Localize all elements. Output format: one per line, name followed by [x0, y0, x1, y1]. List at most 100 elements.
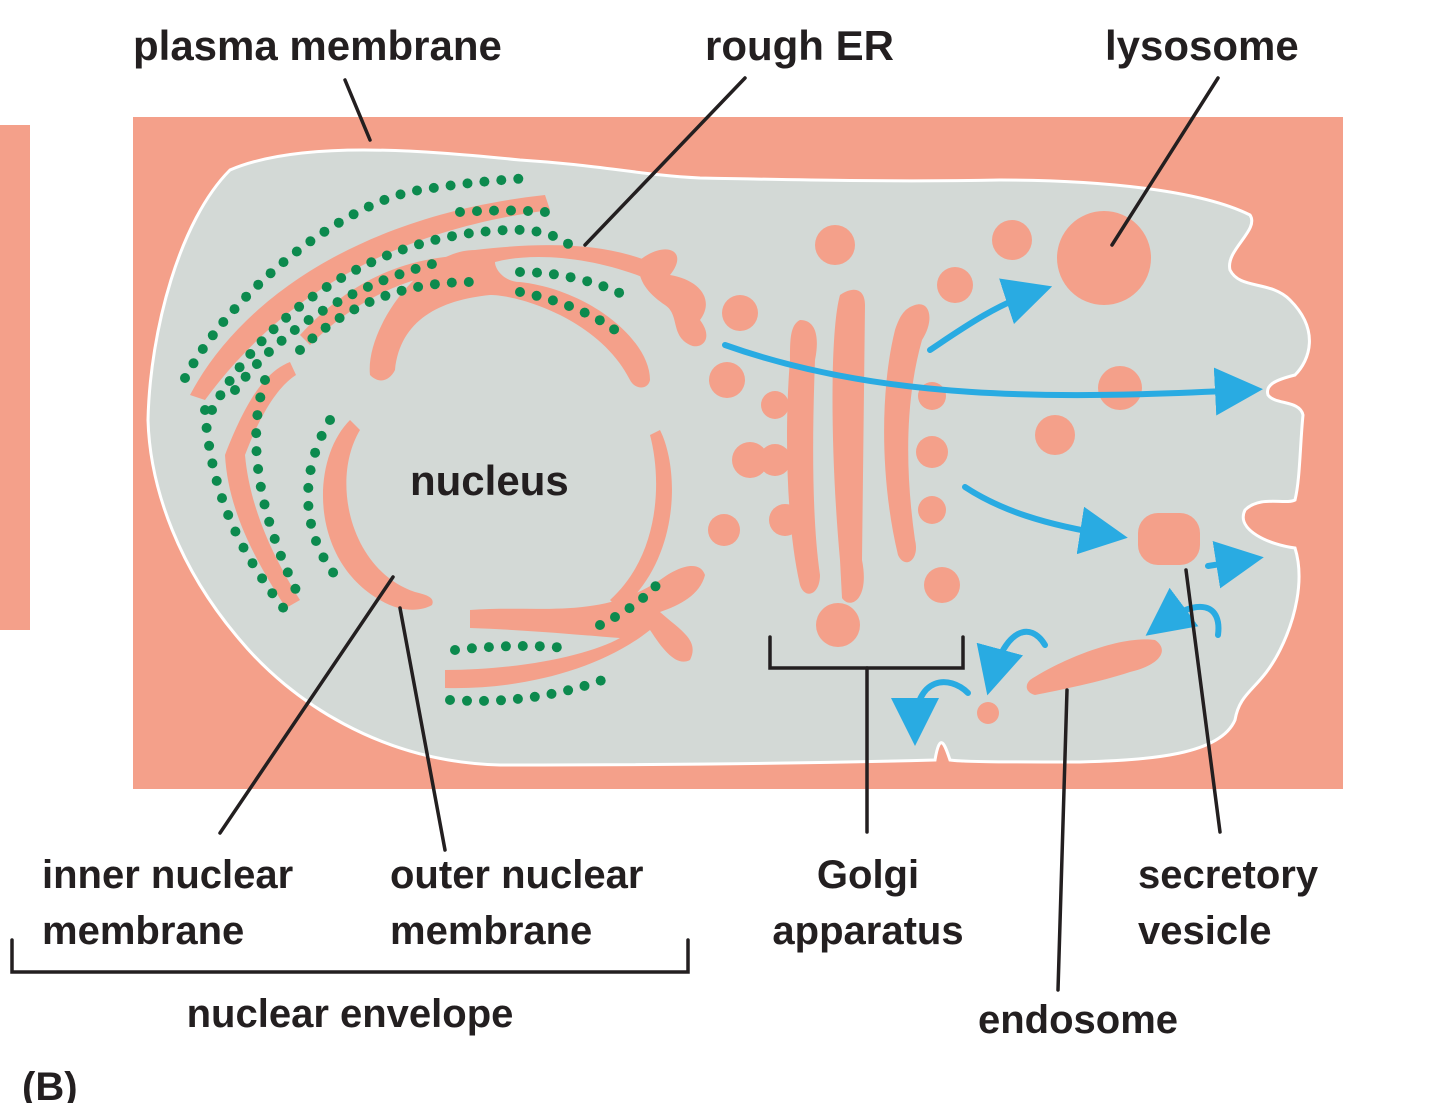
ribosome-dot — [310, 447, 321, 458]
ribosome-dot — [579, 307, 590, 318]
inner-nuclear-membrane-label-line1: inner nuclear — [42, 853, 293, 897]
secretory-vesicle-label-line1: secretory — [1138, 853, 1319, 897]
ribosome-dot — [412, 185, 422, 196]
ribosome-dot — [251, 428, 262, 439]
ribosome-dot — [218, 317, 229, 327]
ribosome-dot — [480, 226, 491, 237]
ribosome-dot — [265, 268, 276, 279]
ribosome-dot — [500, 641, 511, 652]
ribosome-dot — [496, 175, 507, 186]
ribosome-dot — [595, 620, 605, 630]
ribosome-dot — [234, 362, 245, 373]
ribosome-dot — [278, 602, 289, 613]
ribosome-dot — [306, 518, 316, 529]
ribosome-dot — [320, 322, 331, 333]
ribosome-dot — [463, 228, 474, 239]
plasma-membrane-label: plasma membrane — [133, 22, 502, 69]
ribosome-dot — [347, 289, 358, 300]
ribosome-dot — [532, 267, 542, 278]
ribosome-dot — [224, 376, 235, 386]
ribosome-dot — [282, 567, 293, 578]
ribosome-dot — [450, 645, 460, 655]
ribosome-dot — [305, 465, 316, 476]
ribosome-dot — [348, 209, 359, 220]
ribosome-dot — [263, 347, 274, 357]
ribosome-dot — [563, 685, 574, 696]
ribosome-dot — [251, 446, 262, 457]
ribosome-dot — [551, 642, 562, 653]
ribosome-dot — [414, 239, 424, 250]
secretory-vesicle-organelle — [1138, 513, 1200, 565]
ribosome-dot — [252, 410, 263, 421]
ribosome-dot — [529, 691, 540, 702]
ribosome-dot — [362, 281, 373, 292]
ribosome-dot — [381, 250, 392, 261]
inner-nuclear-membrane-label-line2: membrane — [42, 909, 244, 953]
ribosome-dot — [531, 290, 542, 301]
rough-er-label: rough ER — [705, 22, 894, 69]
ribosome-dot — [547, 230, 558, 241]
ribosome-dot — [255, 481, 266, 492]
ribosome-dot — [289, 325, 300, 335]
ribosome-dot — [506, 205, 516, 216]
ribosome-dot — [336, 273, 347, 283]
ribosome-dot — [328, 567, 339, 578]
ribosome-dot — [240, 371, 251, 382]
ribosome-dot — [523, 206, 533, 216]
ribosome-dot — [513, 173, 524, 184]
endosome-organelle — [1026, 639, 1162, 695]
ribosome-dot — [515, 267, 525, 277]
ribosome-dot — [291, 246, 302, 257]
lysosome-organelle — [1057, 211, 1151, 305]
ribosome-dot — [204, 440, 215, 451]
ribosome-dot — [445, 695, 455, 705]
ribosome-dot — [256, 336, 267, 347]
ribosome-dot — [517, 641, 528, 651]
ribosome-dot — [319, 226, 330, 237]
panel-label: (B) — [22, 1065, 78, 1103]
ribosome-dot — [307, 333, 318, 344]
ribosomes — [180, 173, 661, 706]
ribosome-dot — [410, 263, 421, 274]
ribosome-dot — [290, 583, 301, 594]
ribosome-dot — [483, 642, 494, 653]
ribosome-dot — [582, 276, 593, 287]
ribosome-dot — [496, 695, 506, 706]
ribosome-dot — [318, 552, 329, 563]
vesicles — [708, 220, 1142, 724]
ribosome-dot — [594, 315, 605, 326]
ribosome-dot — [253, 464, 264, 474]
ribosome-dot — [497, 225, 508, 236]
ribosome-dot — [278, 257, 289, 268]
ribosome-dot — [200, 405, 210, 415]
ribosome-dot — [378, 275, 389, 286]
ribosome-dot — [295, 345, 305, 355]
ribosome-dot — [515, 287, 525, 297]
lysosome-label: lysosome — [1105, 22, 1299, 69]
ribosome-dot — [479, 695, 489, 706]
ribosome-dot — [253, 279, 264, 290]
ribosome-dot — [638, 592, 649, 603]
ribosome-dot — [238, 542, 249, 553]
ribosome-dot — [259, 499, 270, 510]
ribosome-dot — [281, 312, 292, 323]
ribosome-dot — [531, 226, 542, 237]
secretory-vesicle-label-line2: vesicle — [1138, 909, 1271, 953]
ribosome-dot — [426, 259, 437, 270]
ribosome-dot — [325, 415, 335, 425]
ribosome-dot — [363, 201, 374, 212]
ribosome-dot — [463, 277, 474, 287]
ribosome-dot — [445, 180, 456, 191]
ribosome-dot — [207, 405, 217, 415]
ribosome-dot — [207, 458, 218, 469]
ribosome-dot — [268, 324, 279, 335]
ribosome-dot — [303, 315, 314, 325]
ribosome-dot — [294, 301, 305, 312]
ribosome-dot — [275, 550, 286, 561]
ribosome-dot — [539, 207, 550, 217]
ribosome-dot — [305, 236, 316, 247]
ribosome-dot — [609, 324, 620, 335]
ribosome-dot — [447, 231, 457, 242]
ribosome-dot — [211, 475, 222, 486]
ribosome-dot — [257, 573, 268, 584]
